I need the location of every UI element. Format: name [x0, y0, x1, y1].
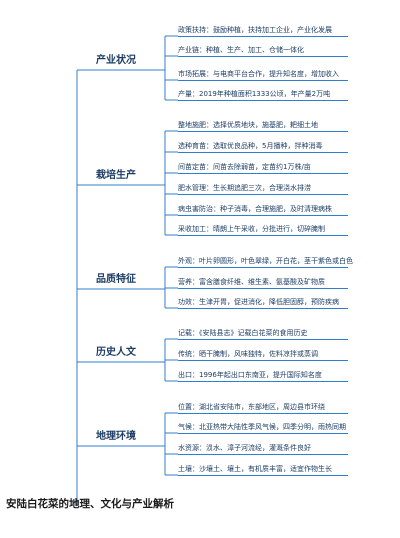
branch-label: 地理环境 — [96, 431, 136, 442]
leaf-item: 位置：湖北省安陆市，东部地区，周边县市环绕 — [178, 403, 325, 411]
branch-label: 栽培生产 — [96, 170, 136, 181]
branch-label: 历史人文 — [96, 347, 136, 358]
leaf-item: 功效：生津开胃，促进消化，降低胆固醇，预防疾病 — [178, 298, 339, 306]
leaf-item: 市场拓展：与电商平台合作，提升知名度，增加收入 — [178, 70, 339, 78]
leaf-item: 营养：富含膳食纤维、维生素、氨基酸及矿物质 — [178, 278, 325, 286]
leaf-item: 病虫害防治：种子消毒，合理施肥，及时清理病株 — [178, 205, 332, 213]
leaf-item: 土壤：沙壤土、壤土，有机质丰富，适宜作物生长 — [178, 465, 332, 473]
leaf-item: 水资源：涢水、漳子河流经，灌溉条件良好 — [178, 444, 311, 452]
branch-label: 产业状况 — [96, 55, 136, 66]
leaf-item: 传统：晒干腌制，风味独特，佐料凉拌或蒸调 — [178, 350, 318, 358]
leaf-item: 肥水管理：生长期追肥三次，合理浇水排涝 — [178, 184, 311, 192]
leaf-item: 记载：《安陆县志》记载白花菜的食用历史 — [178, 329, 308, 337]
leaf-item: 政策扶持：鼓励种植，扶持加工企业，产业化发展 — [178, 26, 332, 34]
leaf-item: 产业链：种植、生产、加工、仓储一体化 — [178, 46, 304, 54]
leaf-item: 间苗定苗：间苗去除弱苗，定苗约1万株/亩 — [178, 163, 311, 171]
branch-label: 品质特征 — [96, 274, 136, 285]
leaf-item: 外观：叶片卵圆形，叶色翠绿，开白花，茎干紫色或白色 — [178, 257, 353, 265]
leaf-item: 产量：2019年种植面积1333公顷，年产量2万吨 — [178, 90, 331, 98]
leaf-item: 采收加工：晴朗上午采收，分批进行，切碎腌制 — [178, 225, 325, 233]
leaf-item: 选种育苗：选取优良品种，5月播种，拌种消毒 — [178, 142, 323, 150]
leaf-item: 出口：1996年起出口东南亚，提升国际知名度 — [178, 371, 322, 379]
leaf-item: 气候：北亚热带大陆性季风气候，四季分明，雨热同期 — [178, 423, 346, 431]
leaf-item: 整地施肥：选择优质地块，施基肥，耙细土地 — [178, 121, 318, 129]
root-title: 安陆白花菜的地理、文化与产业解析 — [6, 498, 174, 510]
